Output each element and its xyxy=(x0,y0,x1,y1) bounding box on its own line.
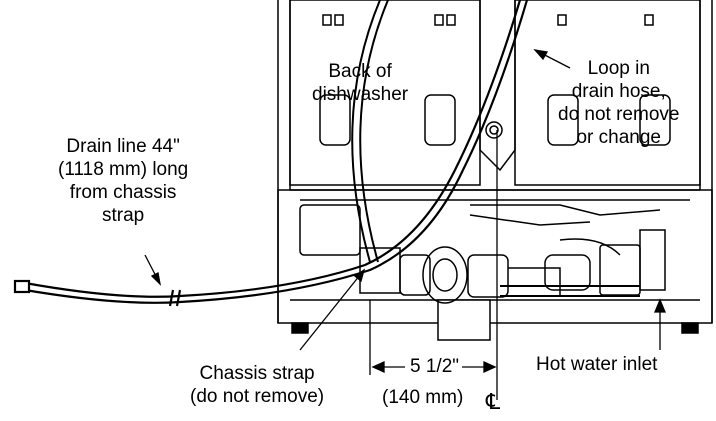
pump-assembly xyxy=(299,204,666,304)
label-hot-water-inlet: Hot water inlet xyxy=(536,354,658,375)
label-drain-line-1: Drain line 44" xyxy=(66,136,180,157)
label-back-of-dishwasher-line-2: dishwasher xyxy=(312,84,409,105)
label-drain-line-4: strap xyxy=(102,205,145,226)
label-drain-line-3: from chassis xyxy=(69,182,177,203)
label-drain-line: Drain line 44" (1118 mm) long from chass… xyxy=(58,135,188,227)
hot-water-inlet-hose xyxy=(500,285,640,297)
label-back-of-dishwasher-line-1: Back of xyxy=(328,61,392,82)
dishwasher-cabinet xyxy=(277,0,713,341)
label-chassis-strap: Chassis strap (do not remove) xyxy=(190,362,324,408)
label-chassis-strap-line-1: Chassis strap xyxy=(199,363,315,384)
label-loop-in-drain-hose: Loop in drain hose, do not remove or cha… xyxy=(558,57,679,149)
label-loop-line-1: Loop in xyxy=(587,58,650,79)
label-loop-line-2: drain hose, xyxy=(571,81,666,102)
label-dimension: 5 1/2" (140 mm) xyxy=(382,355,463,409)
callout-leaders xyxy=(144,49,666,400)
label-dimension-metric: (140 mm) xyxy=(382,387,464,408)
centerline-symbol: ℄ xyxy=(486,389,501,414)
label-loop-line-3: do not remove xyxy=(558,104,680,125)
drain-hose xyxy=(13,0,529,307)
label-drain-line-2: (1118 mm) long xyxy=(58,159,189,180)
label-back-of-dishwasher: Back of dishwasher xyxy=(312,60,408,106)
label-loop-line-4: or change xyxy=(576,127,661,148)
label-chassis-strap-line-2: (do not remove) xyxy=(190,386,325,407)
label-dimension-imperial: 5 1/2" xyxy=(410,356,460,377)
